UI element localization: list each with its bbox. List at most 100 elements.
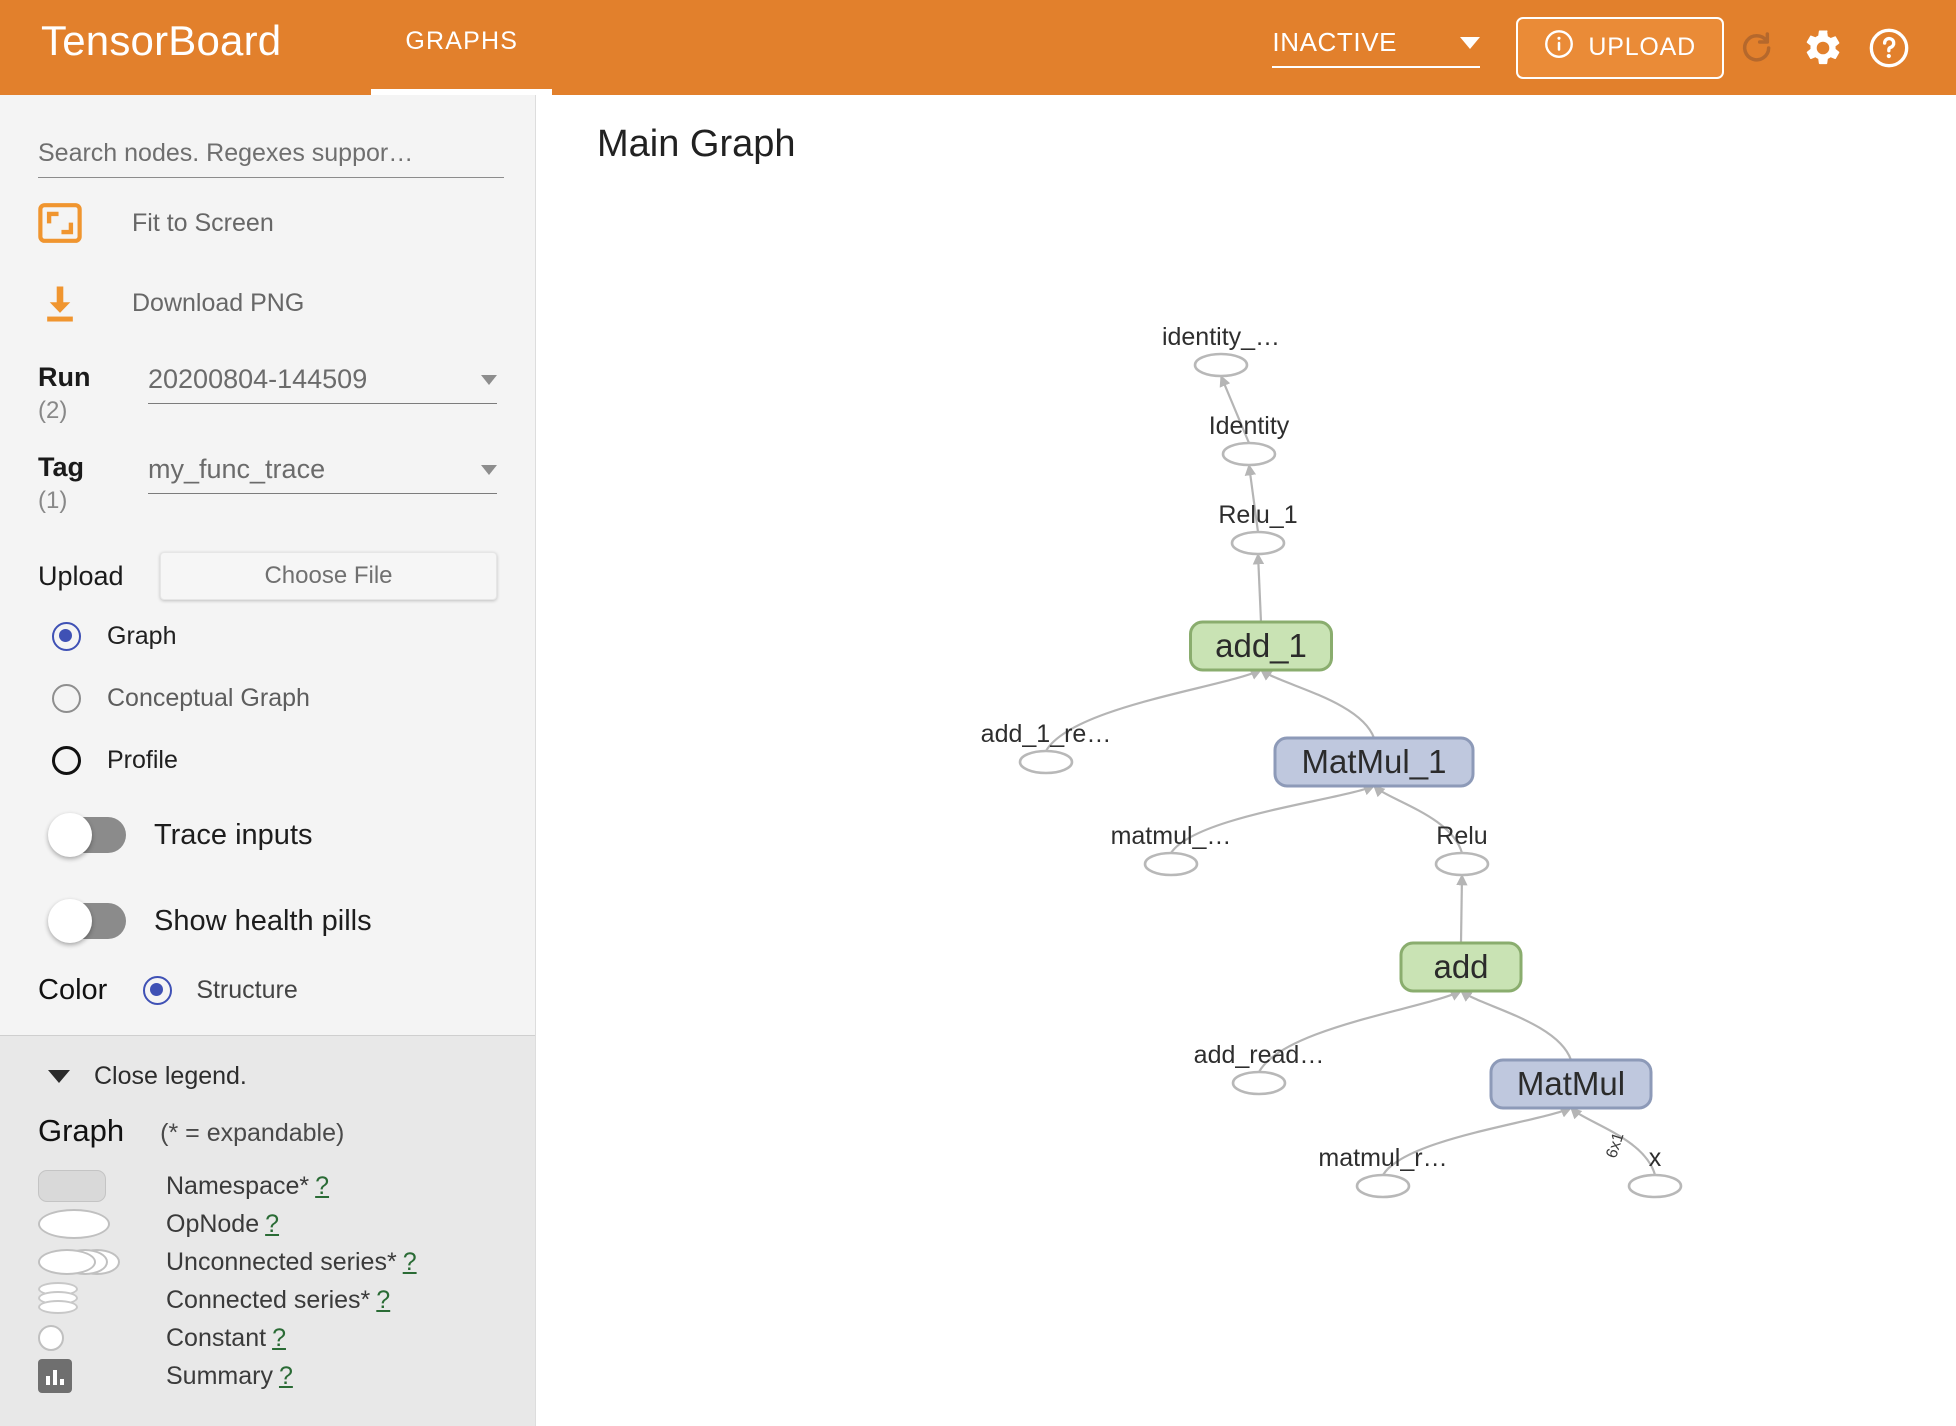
search-row [38, 95, 504, 178]
legend-help-constant[interactable]: ? [272, 1323, 286, 1352]
opnode-glyph-icon [38, 1209, 166, 1239]
tag-label: Tag [38, 452, 84, 482]
tag-dropdown[interactable]: my_func_trace [148, 454, 497, 494]
radio-profile[interactable]: Profile [38, 734, 497, 786]
fit-to-screen-button[interactable]: Fit to Screen [38, 188, 497, 258]
graph-node-add_1_read[interactable]: add_1_re… [981, 720, 1112, 775]
node-label: Identity [1209, 412, 1290, 440]
legend-item-connected-series: Connected series*? [38, 1281, 497, 1319]
graph-node-add_read[interactable]: add_read… [1194, 1041, 1325, 1096]
upload-field: Upload Choose File [38, 552, 497, 600]
radio-graph[interactable]: Graph [38, 610, 497, 662]
graph-edge [1456, 873, 1468, 944]
legend-label-opnode: OpNode [166, 1209, 260, 1238]
chevron-down-icon [1460, 36, 1481, 49]
close-legend-button[interactable]: Close legend. [38, 1062, 497, 1091]
help-button[interactable] [1856, 15, 1922, 81]
radio-graph-indicator [52, 621, 81, 651]
legend-help-opnode[interactable]: ? [265, 1209, 280, 1238]
summary-glyph-icon [38, 1359, 166, 1393]
legend-item-opnode: OpNode? [38, 1205, 497, 1243]
node-label: x [1649, 1144, 1662, 1172]
toggle-show-health-pills[interactable]: Show health pills [38, 884, 497, 958]
tag-field: Tag (1) my_func_trace [38, 450, 497, 518]
legend-help-connected-series[interactable]: ? [376, 1285, 391, 1314]
tab-graphs[interactable]: GRAPHS [371, 0, 552, 95]
graph-node-Identity[interactable]: Identity [1209, 412, 1290, 467]
search-input[interactable] [38, 135, 504, 178]
namespace-shape [1189, 620, 1333, 672]
legend-panel: Close legend. Graph (* = expandable) Nam… [0, 1036, 535, 1426]
legend-item-summary: Summary? [38, 1357, 497, 1395]
graph-edge [1570, 1107, 1657, 1176]
graph-node-matmul_read1[interactable]: matmul_… [1111, 822, 1232, 877]
graph-edges: 6x1 [1045, 374, 1657, 1176]
upload-button-label: UPLOAD [1588, 33, 1696, 61]
color-label: Color [38, 974, 108, 1006]
sidebar: Fit to Screen Download PNG Run [0, 95, 536, 1426]
fit-to-screen-icon [38, 203, 104, 243]
legend-item-unconnected-series: Unconnected series*? [38, 1243, 497, 1281]
radio-profile-indicator [52, 745, 81, 775]
legend-item-constant: Constant? [38, 1319, 497, 1357]
node-label: add_read… [1194, 1041, 1325, 1069]
graph-edge [1170, 784, 1376, 854]
run-dropdown[interactable]: 20200804-144509 [148, 364, 497, 404]
namespace-shape [1273, 736, 1475, 788]
graph-node-add[interactable]: add [1399, 941, 1523, 993]
run-count: (2) [38, 397, 68, 424]
node-label: add_1 [1215, 627, 1307, 664]
upload-button[interactable]: UPLOAD [1516, 16, 1724, 79]
tag-count: (1) [38, 487, 68, 514]
graph-node-MatMul_1[interactable]: MatMul_1 [1273, 736, 1475, 788]
toggle-trace-inputs[interactable]: Trace inputs [38, 798, 497, 872]
graph-node-matmul_read[interactable]: matmul_r… [1318, 1144, 1448, 1199]
graph-node-Relu_1[interactable]: Relu_1 [1218, 501, 1298, 556]
graph-edge [1460, 990, 1573, 1061]
toggle-show-health-pills-label: Show health pills [154, 904, 372, 937]
namespace-shape [1489, 1058, 1653, 1110]
topbar-actions: INACTIVE UPLOAD [1272, 0, 1956, 95]
legend-help-summary[interactable]: ? [278, 1361, 293, 1390]
nav-tabs: GRAPHS [371, 0, 552, 95]
run-field: Run (2) 20200804-144509 [38, 360, 497, 428]
namespace-shape [1399, 941, 1523, 993]
legend-heading: Graph [38, 1113, 125, 1148]
node-label: Relu_1 [1218, 501, 1297, 529]
run-status-dropdown[interactable]: INACTIVE [1272, 27, 1481, 68]
opnode-shape [1627, 1173, 1683, 1199]
graph-node-MatMul[interactable]: MatMul [1489, 1058, 1653, 1110]
node-label: Relu [1436, 822, 1487, 850]
download-png-button[interactable]: Download PNG [38, 268, 497, 338]
graph-node-x[interactable]: x [1627, 1144, 1683, 1199]
opnode-shape [1018, 749, 1074, 775]
radio-structure-label: Structure [196, 976, 298, 1004]
graph-edge [1244, 463, 1260, 533]
graph-node-Relu[interactable]: Relu [1434, 822, 1490, 877]
connected-series-glyph-icon [38, 1282, 166, 1318]
opnode-shape [1230, 530, 1286, 556]
legend-help-unconnected-series[interactable]: ? [402, 1247, 417, 1276]
opnode-shape [1231, 1070, 1287, 1096]
fit-to-screen-label: Fit to Screen [132, 208, 274, 237]
graph-node-identity_out[interactable]: identity_… [1162, 323, 1280, 378]
legend-help-namespace[interactable]: ? [315, 1171, 330, 1200]
node-label: matmul_… [1111, 822, 1232, 850]
tag-label-group: Tag (1) [38, 450, 148, 518]
opnode-shape [1434, 851, 1490, 877]
reload-button[interactable] [1724, 15, 1790, 81]
radio-conceptual-graph[interactable]: Conceptual Graph [38, 672, 497, 724]
node-label: add_1_re… [981, 720, 1112, 748]
radio-graph-label: Graph [107, 621, 177, 650]
graph-node-add_1[interactable]: add_1 [1189, 620, 1333, 672]
settings-button[interactable] [1790, 15, 1856, 81]
radio-structure-indicator[interactable] [143, 976, 173, 1005]
run-label-group: Run (2) [38, 360, 148, 428]
choose-file-button[interactable]: Choose File [160, 552, 497, 600]
radio-profile-label: Profile [107, 745, 178, 774]
upload-label: Upload [38, 560, 124, 591]
